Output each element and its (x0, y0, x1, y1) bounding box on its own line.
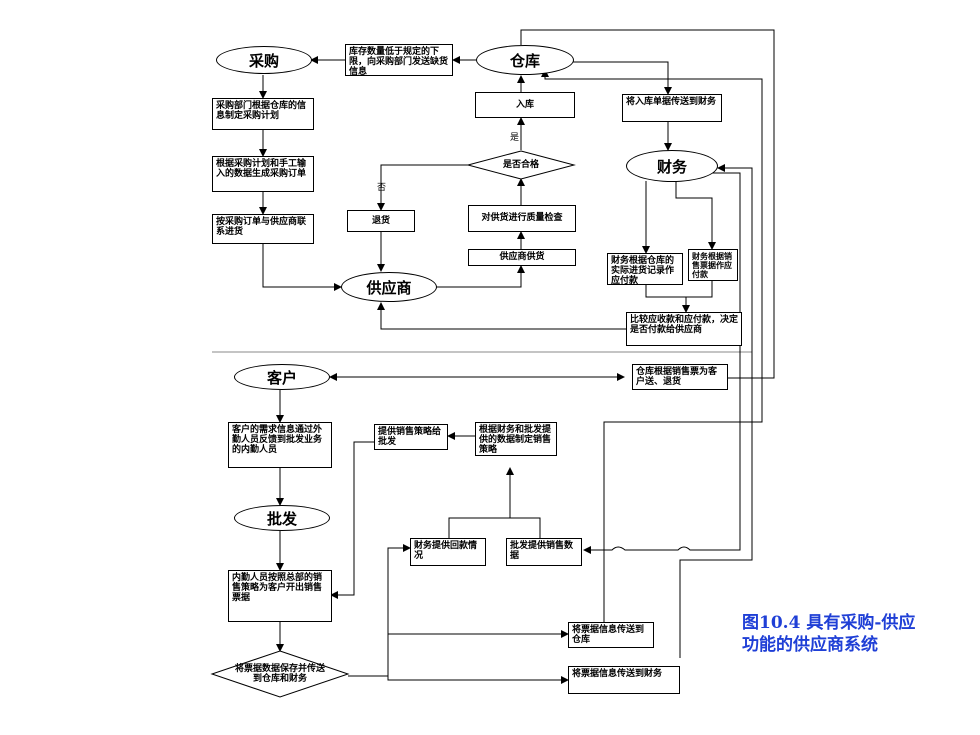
box-low-stock: 库存数量低于规定的下限，向采购部门发送缺货信息 (345, 44, 453, 76)
box-bill-to-finance: 将票据信息传送到财务 (568, 666, 680, 694)
box-bill-to-stock: 将票据信息传送到仓库 (568, 622, 654, 648)
arrow-contact-to-supplier (262, 244, 342, 291)
node-cangku: 仓库 (476, 45, 574, 75)
box-pay-by-bill: 财务根据销售票据作应付款 (688, 249, 738, 281)
node-gongyingshang: 供应商 (341, 272, 437, 302)
no-label: 否 (377, 183, 387, 193)
box-contact: 按采购订单与供应商联系进货 (212, 214, 314, 244)
arrow-caiwu-to-paybill (675, 182, 716, 250)
box-compare: 比较应收款和应付款，决定是否付款给供应商 (626, 312, 742, 346)
box-return: 退货 (347, 210, 415, 232)
box-pay-by-stock: 财务根据仓库的实际进货记录作应付款 (607, 253, 683, 285)
box-demand: 客户的需求信息通过外勤人员反馈到批发业务的内勤人员 (228, 422, 332, 468)
box-ship: 仓库根据销售票为客户送、退货 (632, 364, 728, 390)
arrow-strategy-to-issue (330, 441, 374, 599)
save-bill-diamond (210, 650, 350, 698)
box-sales-data: 批发提供销售数据 (506, 538, 582, 566)
node-caiwu: 财务 (626, 150, 718, 182)
arrow-branch-to-billfin (387, 676, 569, 684)
node-caigou: 采购 (216, 46, 312, 74)
box-strategy-make: 根据财务和批发提供的数据制定销售策略 (475, 422, 557, 456)
line-billfin-to-caiwu (679, 164, 753, 658)
line-caiwu-to-salesdata (583, 172, 741, 554)
join-paybill (686, 281, 713, 298)
caption-line-2: 功能的供应商系统 (742, 635, 878, 655)
join-fin-sales (448, 517, 541, 538)
line-ship-to-cangku (520, 29, 775, 379)
decision-label: 是否合格 (502, 160, 539, 170)
decision-diamond (466, 150, 576, 180)
arrow-decision-to-return (377, 164, 468, 211)
box-plan: 采购部门根据仓库的信息制定采购计划 (212, 98, 314, 130)
node-pifa: 批发 (234, 505, 330, 531)
box-inbound: 入库 (475, 92, 575, 118)
box-qc: 对供货进行质量检查 (468, 205, 576, 232)
box-strategy-give: 提供销售策略给批发 (374, 424, 448, 450)
box-to-finance: 将入库单据传送到财务 (622, 94, 722, 122)
save-bill-label: 将票据数据保存并传送到仓库和财务 (234, 664, 325, 684)
arrow-cangku-to-tofinance (573, 61, 672, 95)
arrow-save-to-branch (348, 544, 411, 677)
figure-caption: 图10.4 具有采购-供应 功能的供应商系统 (742, 612, 972, 656)
caption-line-1: 图10.4 具有采购-供应 (742, 613, 916, 633)
arrow-supplier-to-supply (435, 265, 525, 288)
node-kehu: 客户 (234, 364, 330, 390)
box-issue-bill: 内勤人员按照总部的销售策略为客户开出销售票据 (228, 570, 332, 622)
box-fin-payment: 财务提供回款情况 (410, 538, 486, 566)
join-paystock (645, 285, 690, 313)
line-billstock-to-cangku (541, 69, 763, 626)
box-supply: 供应商供货 (468, 249, 576, 266)
box-order: 根据采购计划和手工输入的数据生成采购订单 (212, 156, 314, 192)
yes-label: 是 (510, 133, 520, 143)
arrow-compare-to-supplier (377, 302, 626, 330)
